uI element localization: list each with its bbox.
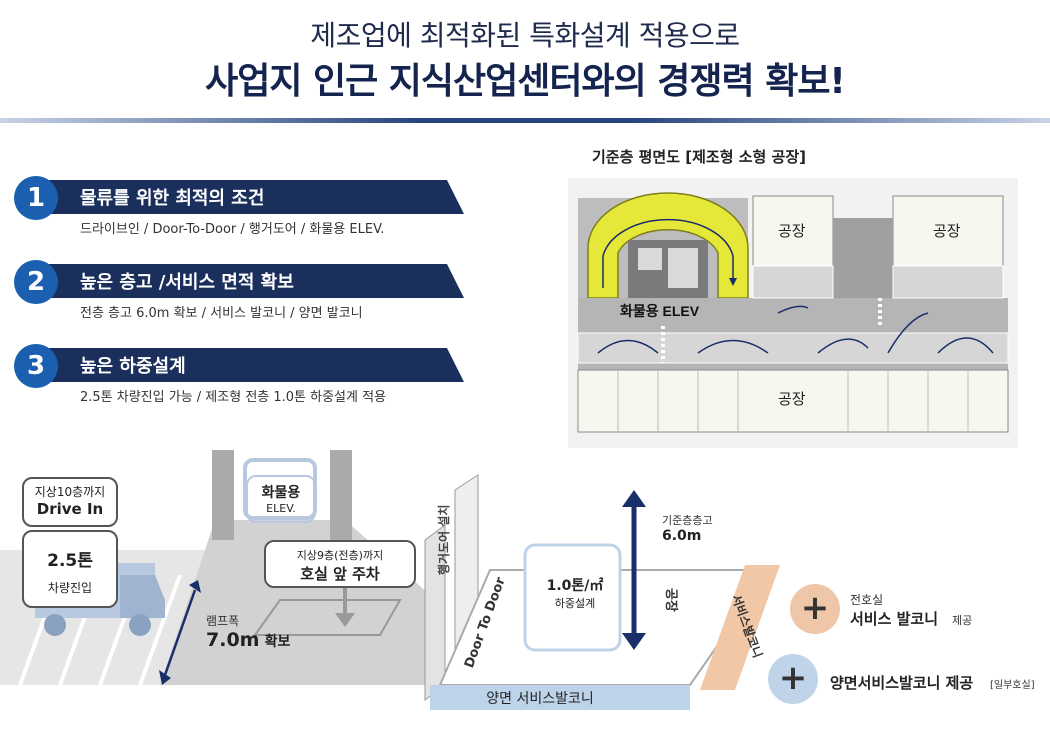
legend-main-text: 양면서비스발코니 제공: [830, 674, 974, 692]
flow-arrow: [697, 339, 769, 354]
ramp-width-label: 램프폭 7.0m 확보: [206, 612, 290, 651]
ramp-spiral: [587, 192, 749, 299]
flow-arrow: [597, 339, 659, 354]
factory-label: 공장: [933, 223, 961, 240]
legend-note: [일부호실]: [990, 680, 1035, 691]
plus-icon: +: [768, 654, 818, 704]
drive-in-label: Drive In: [36, 500, 104, 518]
load-label: 1.0톤/㎡ 하중설계: [530, 575, 620, 611]
header-divider: [0, 118, 1050, 123]
bottom-balcony: [430, 685, 690, 710]
elev-label: 화물용 ELEV: [620, 303, 700, 319]
height-caption: 기준층층고: [662, 514, 713, 527]
ramp-width-suffix: 확보: [264, 634, 291, 650]
truck-tag: 2.5톤 차량진입: [22, 530, 118, 608]
flow-arrow: [777, 305, 809, 314]
parking-tag: 지상9층(전층)까지 호실 앞 주차: [264, 540, 416, 588]
factory-bottom: [577, 369, 1009, 433]
flow-arrow: [817, 338, 869, 354]
load-caption: 하중설계: [554, 597, 596, 610]
height-value: 6.0m: [662, 528, 702, 544]
hanger-door-label: 행거도어 설치: [437, 504, 451, 575]
header: 제조업에 최적화된 특화설계 적용으로 사업지 인근 지식산업센터와의 경쟁력 …: [0, 0, 1050, 118]
feature-number-badge: 3: [14, 344, 58, 388]
feature-1: 1 물류를 위한 최적의 조건 드라이브인 / Door-To-Door / 행…: [14, 176, 464, 237]
cargo-elev-sub: ELEV.: [266, 502, 296, 515]
ramp-width-caption: 램프폭: [206, 614, 240, 628]
plus-icon: +: [790, 584, 840, 634]
side-balcony: [700, 565, 780, 690]
feature-label: 물류를 위한 최적의 조건: [80, 188, 265, 209]
feature-number-badge: 2: [14, 260, 58, 304]
drive-in-floor: 지상10층까지: [34, 485, 106, 499]
feature-number-badge: 1: [14, 176, 58, 220]
legend-main-text: 서비스 발코니: [850, 610, 939, 628]
feature-2: 2 높은 층고 /서비스 면적 확보 전층 층고 6.0m 확보 / 서비스 발…: [14, 260, 464, 321]
floorplan-title: 기준층 평면도 [제조형 소형 공장]: [592, 148, 807, 166]
unit-factory-label: 공장: [663, 588, 678, 612]
feature-description: 전층 층고 6.0m 확보 / 서비스 발코니 / 양면 발코니: [80, 306, 363, 321]
truck-weight: 2.5톤: [47, 551, 93, 571]
feature-bar: [38, 180, 464, 214]
feature-bar: [38, 348, 464, 382]
feature-bar: [38, 264, 464, 298]
feature-label: 높은 하중설계: [80, 356, 186, 377]
factory-top-1: [752, 195, 834, 267]
ramp-width-value: 7.0m: [206, 629, 260, 651]
drive-in-tag: 지상10층까지 Drive In: [22, 477, 118, 527]
floorplan-diagram: 화물용 ELEV 공장 공장 공장: [568, 178, 1018, 448]
ramp-arrow: [602, 218, 734, 288]
load-box: [523, 543, 622, 652]
factory-label: 공장: [778, 223, 806, 240]
load-value: 1.0톤/㎡: [546, 578, 604, 594]
page-subtitle: 제조업에 최적화된 특화설계 적용으로: [310, 19, 740, 52]
feature-label: 높은 층고 /서비스 면적 확보: [80, 272, 294, 293]
height-label: 기준층층고 6.0m: [662, 512, 713, 544]
flow-arrow: [937, 337, 994, 354]
service-core: [833, 218, 893, 298]
cargo-elev-tag: 화물용 ELEV.: [246, 475, 316, 523]
legend-note: 제공: [952, 614, 973, 627]
page-title: 사업지 인근 지식산업센터와의 경쟁력 확보!: [205, 61, 846, 102]
feature-description: 2.5톤 차량진입 가능 / 제조형 전층 1.0톤 하중설계 적용: [80, 390, 387, 405]
truck-entry: 차량진입: [47, 581, 93, 595]
parking-floor: 지상9층(전층)까지: [296, 549, 384, 562]
ramp-arrowhead: [729, 278, 737, 286]
cargo-elev-title: 화물용: [261, 485, 301, 501]
factory-label: 공장: [778, 391, 806, 408]
legend-small-text: 전호실: [850, 593, 884, 607]
feature-3: 3 높은 하중설계 2.5톤 차량진입 가능 / 제조형 전층 1.0톤 하중설…: [14, 344, 464, 405]
flow-arrow: [887, 312, 929, 354]
both-balcony-label: 양면 서비스발코니: [486, 691, 594, 707]
parking-label: 호실 앞 주차: [300, 565, 380, 583]
feature-description: 드라이브인 / Door-To-Door / 행거도어 / 화물용 ELEV.: [80, 222, 385, 237]
